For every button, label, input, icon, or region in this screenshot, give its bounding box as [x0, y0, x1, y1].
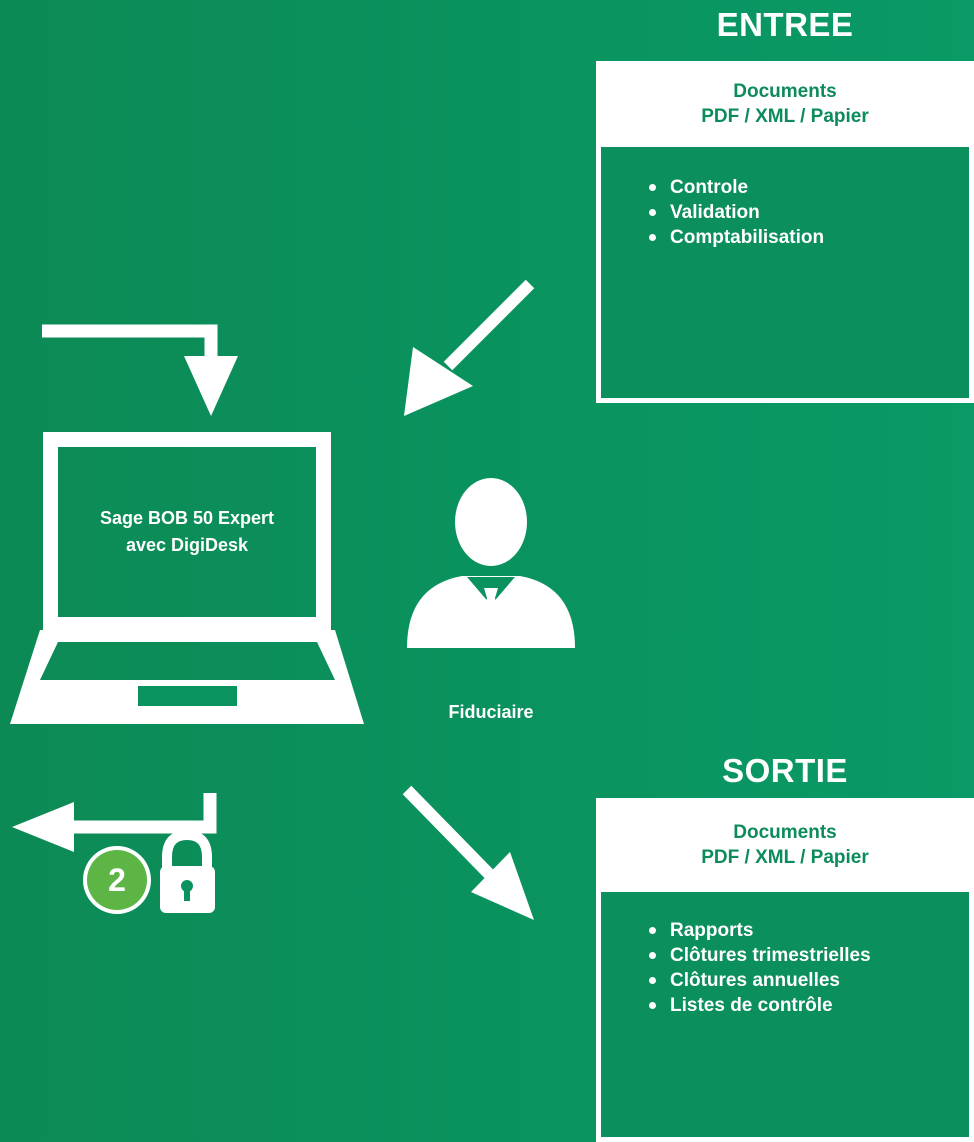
fiduciaire-label: Fiduciaire — [448, 702, 534, 722]
entree-heading: ENTREE — [716, 6, 854, 43]
sortie-tasks-panel: Rapports Clôtures trimestrielles Clôture… — [596, 892, 974, 1142]
laptop-screen-label: Sage BOB 50 Expert avec DigiDesk — [58, 447, 316, 617]
sortie-diagonal-arrow-icon — [402, 785, 534, 920]
sortie-task-item: Listes de contrôle — [645, 993, 969, 1018]
entree-task-item: Validation — [645, 200, 969, 225]
step-badge-icon — [83, 846, 151, 914]
sortie-documents-title: Documents — [733, 822, 837, 843]
businessman-icon — [407, 478, 575, 648]
sortie-heading: SORTIE — [722, 752, 848, 789]
step-number: 2 — [108, 862, 126, 898]
sortie-task-list: Rapports Clôtures trimestrielles Clôture… — [645, 918, 969, 1018]
entree-documents-title: Documents — [733, 81, 837, 102]
sortie-task-item: Clôtures annuelles — [645, 968, 969, 993]
sortie-documents-header: Documents PDF / XML / Papier — [596, 798, 974, 892]
output-elbow-arrow-icon — [12, 793, 217, 852]
entree-task-item: Controle — [645, 175, 969, 200]
entree-documents-header: Documents PDF / XML / Papier — [596, 61, 974, 147]
entree-diagonal-arrow-icon — [404, 279, 535, 416]
input-elbow-arrow-icon — [42, 324, 238, 416]
sortie-documents-formats: PDF / XML / Papier — [701, 847, 869, 868]
entree-documents-formats: PDF / XML / Papier — [701, 106, 869, 127]
laptop-icon — [10, 432, 364, 724]
laptop-software-module: avec DigiDesk — [125, 535, 249, 555]
entree-task-list: Controle Validation Comptabilisation — [645, 175, 969, 250]
padlock-icon — [160, 829, 215, 913]
entree-task-item: Comptabilisation — [645, 225, 969, 250]
entree-tasks-panel: Controle Validation Comptabilisation — [596, 147, 974, 403]
sortie-task-item: Rapports — [645, 918, 969, 943]
laptop-software-name: Sage BOB 50 Expert — [99, 508, 275, 528]
sortie-task-item: Clôtures trimestrielles — [645, 943, 969, 968]
